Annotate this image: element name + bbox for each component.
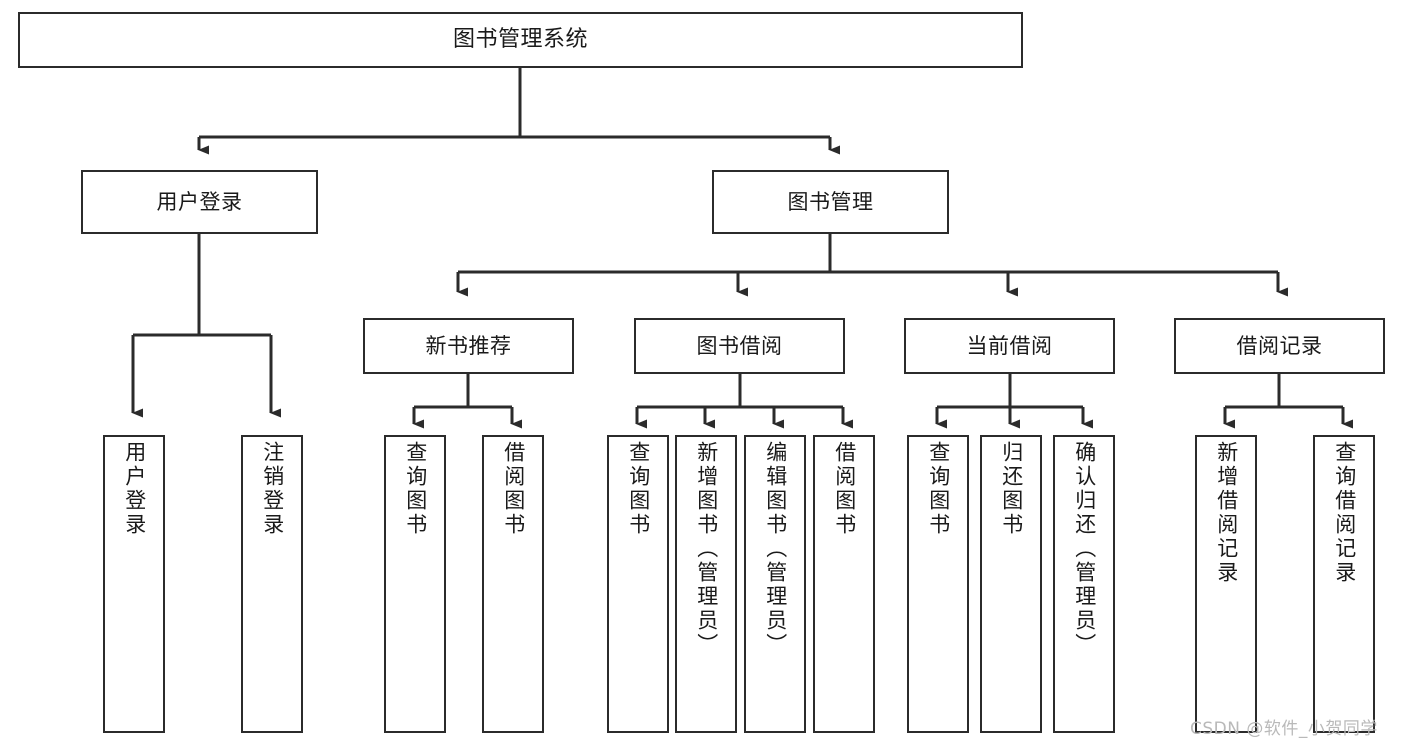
leaf-query-book-recommend[interactable]: 查询图书 — [384, 435, 446, 733]
node-label: 用户登录 — [156, 189, 243, 214]
node-label: 图书借阅 — [696, 333, 783, 358]
leaf-add-borrow-record[interactable]: 新增借阅记录 — [1195, 435, 1257, 733]
node-label: 编辑图书（管理员） — [763, 441, 788, 657]
node-user-login[interactable]: 用户登录 — [81, 170, 318, 234]
leaf-add-book-admin[interactable]: 新增图书（管理员） — [675, 435, 737, 733]
leaf-borrow-book-recommend[interactable]: 借阅图书 — [482, 435, 544, 733]
leaf-query-book-current[interactable]: 查询图书 — [907, 435, 969, 733]
node-label: 查询图书 — [403, 441, 428, 537]
leaf-logout[interactable]: 注销登录 — [241, 435, 303, 733]
node-label: 确认归还（管理员） — [1072, 441, 1097, 657]
node-new-book-recommend[interactable]: 新书推荐 — [363, 318, 574, 374]
node-label: 图书管理 — [787, 189, 874, 214]
node-label: 归还图书 — [999, 441, 1024, 537]
node-label: 借阅记录 — [1236, 333, 1323, 358]
leaf-edit-book-admin[interactable]: 编辑图书（管理员） — [744, 435, 806, 733]
node-borrow-record[interactable]: 借阅记录 — [1174, 318, 1385, 374]
node-label: 查询借阅记录 — [1332, 441, 1357, 585]
node-label: 查询图书 — [626, 441, 651, 537]
node-book-borrow[interactable]: 图书借阅 — [634, 318, 845, 374]
node-label: 新增借阅记录 — [1214, 441, 1239, 585]
node-label: 借阅图书 — [832, 441, 857, 537]
node-book-management-system[interactable]: 图书管理系统 — [18, 12, 1023, 68]
node-label: 查询图书 — [926, 441, 951, 537]
watermark-text: CSDN @软件_小贺同学 — [1190, 719, 1378, 739]
leaf-user-login[interactable]: 用户登录 — [103, 435, 165, 733]
node-label: 注销登录 — [260, 441, 285, 537]
leaf-confirm-return-admin[interactable]: 确认归还（管理员） — [1053, 435, 1115, 733]
node-book-management[interactable]: 图书管理 — [712, 170, 949, 234]
node-label: 图书管理系统 — [452, 27, 588, 53]
leaf-borrow-book[interactable]: 借阅图书 — [813, 435, 875, 733]
leaf-query-borrow-record[interactable]: 查询借阅记录 — [1313, 435, 1375, 733]
node-label: 用户登录 — [122, 441, 147, 537]
node-label: 借阅图书 — [501, 441, 526, 537]
node-label: 新增图书（管理员） — [694, 441, 719, 657]
leaf-return-book[interactable]: 归还图书 — [980, 435, 1042, 733]
node-label: 当前借阅 — [966, 333, 1053, 358]
node-current-borrow[interactable]: 当前借阅 — [904, 318, 1115, 374]
node-label: 新书推荐 — [425, 333, 512, 358]
leaf-query-book-borrow[interactable]: 查询图书 — [607, 435, 669, 733]
